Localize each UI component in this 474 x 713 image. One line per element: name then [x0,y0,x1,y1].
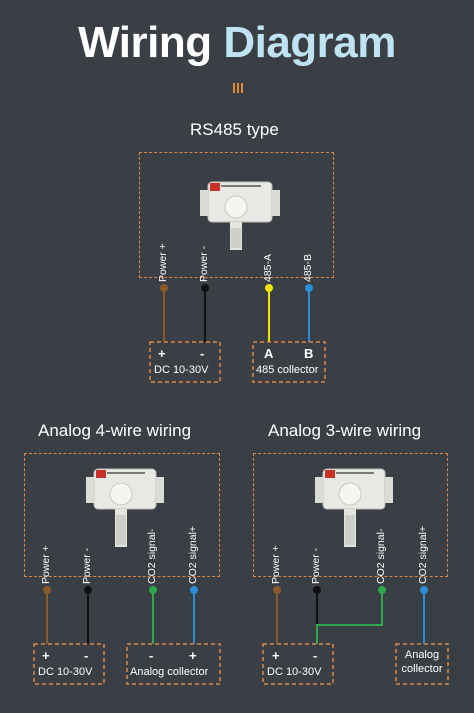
rs485-sensor-device [200,181,280,250]
rs485-heading: RS485 type [190,120,279,139]
title-accent-bars [233,80,245,93]
rs485-wire-485a: 485-A [262,253,274,282]
analog4-heading: Analog 4-wire wiring [38,421,192,440]
analog3-power-plus: + [272,648,280,663]
analog3-wire-signal-plus: CO2 signal+ [417,525,429,584]
rs485-sensor-box [139,152,334,278]
rs485-collector-label: 485 collector [256,364,319,376]
rs485-terminal-a: A [264,346,274,361]
analog4-wire-signal-plus: CO2 signal+ [187,525,199,584]
analog4-power-minus: - [84,648,89,663]
analog3-sensor-device [315,468,393,547]
analog3-wire-power-plus: Power + [270,545,282,584]
rs485-power-plus: + [158,346,166,361]
rs485-wire-power-plus: Power + [157,243,169,282]
analog3-sensor-box [253,453,448,577]
analog4-power-plus: + [42,648,50,663]
analog4-wire-power-minus: Power - [81,547,93,584]
analog4-wire-signal-minus: CO2 signal- [146,528,158,584]
analog3-power-label: DC 10-30V [267,666,322,678]
page-title: Wiring Diagram [78,18,396,67]
analog4-collector-plus: + [189,648,197,663]
analog3-collector-label: Analog collector [401,649,443,675]
analog3-wire-signal-minus: CO2 signal- [375,528,387,584]
analog3-heading: Analog 3-wire wiring [268,421,422,440]
rs485-power-label: DC 10-30V [154,364,209,376]
analog4-collector-minus: - [149,648,154,663]
rs485-wire-485b: 485-B [302,253,314,282]
analog4-sensor-box [24,453,220,577]
analog4-collector-label: Analog collector [130,666,209,678]
analog4-power-label: DC 10-30V [38,666,93,678]
analog3-wire-power-minus: Power - [310,547,322,584]
rs485-wire-power-minus: Power - [198,245,210,282]
analog3-power-minus: - [313,648,318,663]
rs485-terminal-b: B [304,346,314,361]
rs485-power-minus: - [200,346,205,361]
analog4-wire-power-plus: Power + [40,545,52,584]
analog4-sensor-device [86,468,164,547]
